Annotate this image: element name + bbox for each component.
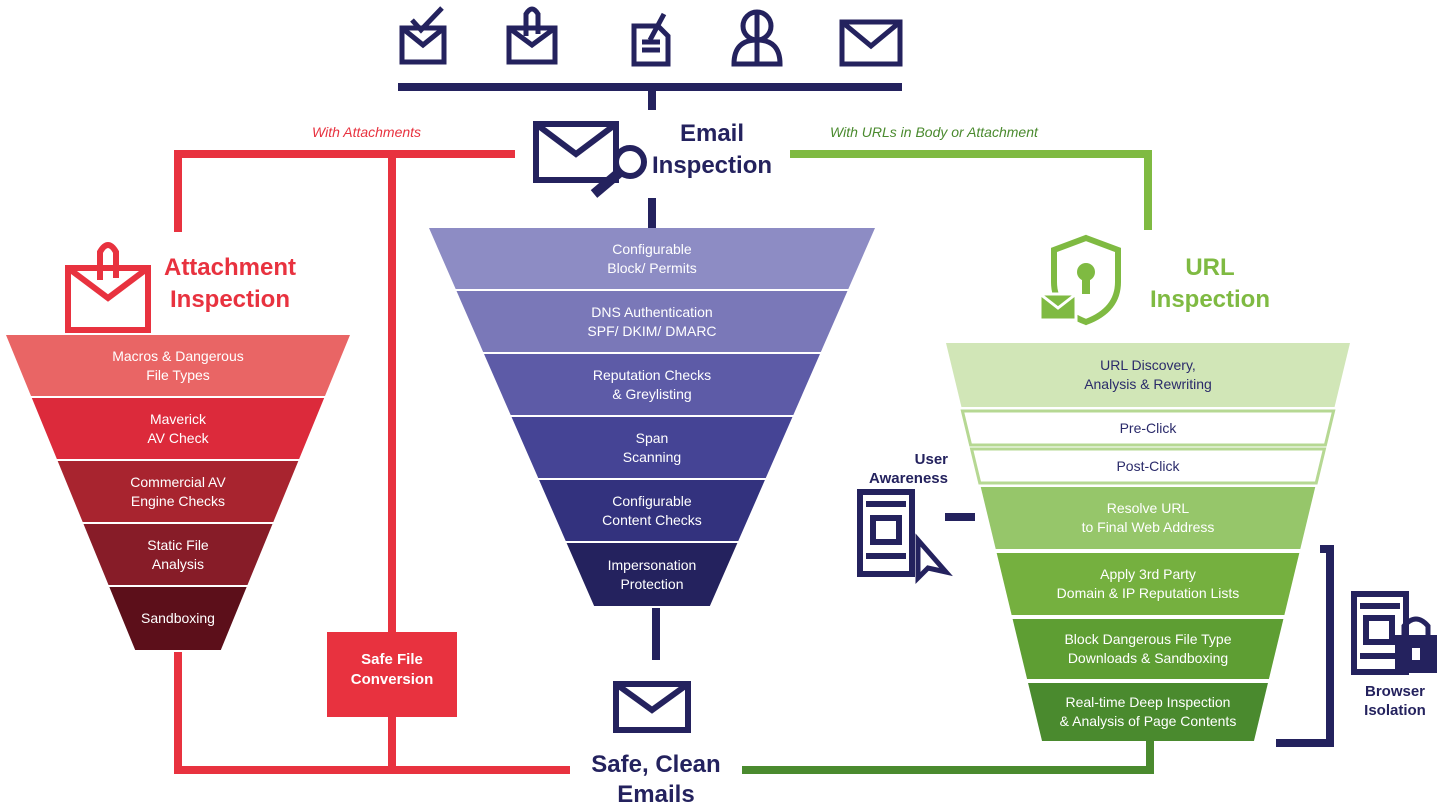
output-mail-icon — [613, 681, 691, 733]
browser-isolation-label: Browser Isolation — [1364, 683, 1426, 719]
attachment-stage-3-label: Commercial AV Engine Checks — [130, 473, 226, 509]
url-output-line — [742, 740, 1154, 774]
user-awareness-icon — [857, 489, 953, 585]
email-stage-1 — [429, 228, 875, 289]
safe-file-conversion-box — [327, 632, 457, 717]
email-stage-2-label: DNS Authentication SPF/ DKIM/ DMARC — [587, 303, 717, 339]
browser-isolation-bracket — [1276, 545, 1334, 747]
attachment-stage-1-label: Macros & Dangerous File Types — [112, 347, 244, 383]
url-stage-4 — [980, 487, 1316, 549]
url-stage-6-label: Block Dangerous File Type Downloads & Sa… — [1064, 631, 1232, 666]
user-awareness-label: User Awareness — [869, 451, 948, 487]
top-connector — [398, 83, 902, 660]
attachment-stage-4-label: Static File Analysis — [147, 536, 209, 572]
email-inspection-title: Email Inspection — [652, 120, 773, 179]
safe-clean-emails-label: Safe, Clean Emails — [591, 751, 721, 808]
email-inspection-funnel — [429, 228, 875, 606]
attachment-branch-line — [174, 150, 570, 774]
email-stage-3 — [484, 354, 820, 415]
attachment-stage-1 — [6, 335, 350, 396]
attachment-stage-2-label: Maverick AV Check — [147, 410, 209, 446]
attachment-mail-icon — [65, 242, 151, 333]
attachment-inspection-title: Attachment Inspection — [163, 254, 296, 313]
attachment-branch-label: With Attachments — [312, 124, 422, 140]
safe-file-conversion-label: Safe File Conversion — [350, 651, 434, 688]
email-stage-5 — [539, 480, 765, 541]
url-stage-5-label: Apply 3rd Party Domain & IP Reputation L… — [1056, 566, 1240, 601]
email-stage-4-label: Span Scanning — [622, 429, 682, 465]
url-stage-7-label: Real-time Deep Inspection & Analysis of … — [1059, 694, 1237, 729]
url-branch-label: With URLs in Body or Attachment — [830, 124, 1038, 140]
url-stage-6 — [1012, 619, 1284, 679]
url-stage-2-label: Pre-Click — [1119, 419, 1177, 436]
attachment-stage-4 — [83, 524, 273, 585]
url-stage-2 — [960, 409, 1336, 447]
email-stage-1-label: Configurable Block/ Permits — [607, 240, 697, 276]
attachment-stage-5-label: Sandboxing — [141, 610, 215, 626]
person-icon — [731, 9, 783, 67]
attachment-stage-3 — [57, 461, 299, 522]
document-edit-icon — [631, 12, 671, 67]
mail-attachment-icon — [506, 6, 558, 65]
attachment-stage-2 — [31, 398, 325, 459]
url-stage-1 — [946, 343, 1350, 407]
mail-check-icon — [399, 6, 447, 65]
url-stage-5 — [996, 553, 1300, 615]
email-stage-6-label: Impersonation Protection — [607, 556, 697, 592]
url-inspection-funnel — [946, 343, 1350, 741]
url-stage-1-label: URL Discovery, Analysis & Rewriting — [1084, 357, 1212, 392]
attachment-stage-5 — [109, 587, 247, 650]
url-shield-icon — [1038, 234, 1121, 326]
url-inspection-title: URL Inspection — [1149, 254, 1270, 313]
mail-search-icon — [533, 121, 647, 198]
url-stage-3 — [969, 447, 1327, 485]
attachment-inspection-funnel — [6, 335, 350, 650]
url-branch-line — [790, 150, 1152, 230]
email-stage-4 — [511, 417, 793, 478]
email-stage-2 — [456, 291, 848, 352]
url-stage-4-label: Resolve URL to Final Web Address — [1081, 500, 1215, 535]
email-stage-5-label: Configurable Content Checks — [602, 492, 702, 528]
url-stage-3-label: Post-Click — [1116, 457, 1180, 474]
envelope-icon — [839, 19, 903, 67]
url-stage-7 — [1028, 683, 1268, 741]
email-stage-3-label: Reputation Checks & Greylisting — [592, 366, 712, 402]
browser-isolation-icon — [1351, 591, 1437, 675]
email-stage-6 — [566, 543, 738, 606]
